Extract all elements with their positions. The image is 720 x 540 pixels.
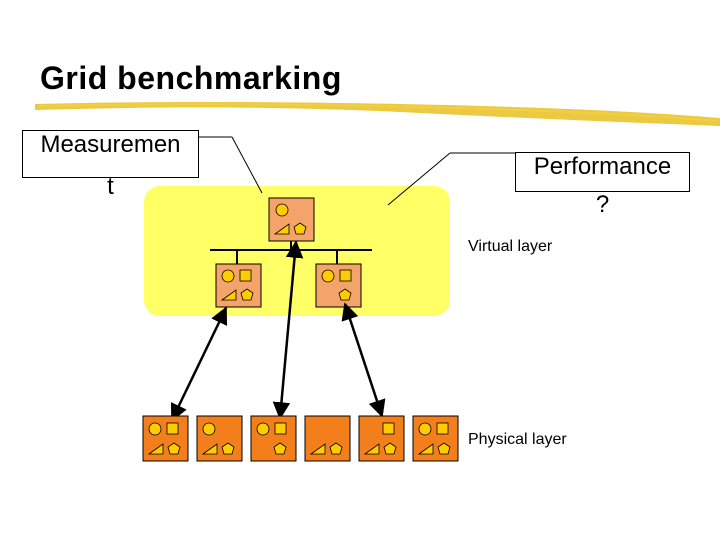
physical-node-3 (250, 415, 297, 462)
virtual-node-left (215, 263, 262, 308)
physical-node-2 (196, 415, 243, 462)
physical-node-1 (142, 415, 189, 462)
virtual-node-right (315, 263, 362, 308)
performance-callout: Performance ? (515, 152, 690, 218)
physical-layer-label: Physical layer (468, 431, 567, 448)
performance-leader-line-diagonal (387, 152, 451, 206)
mapping-arrow-right (341, 302, 386, 418)
title-underline (35, 102, 720, 126)
page-title: Grid benchmarking (40, 60, 342, 96)
performance-callout-line1: Performance (533, 153, 672, 180)
measurement-callout-line1: Measuremen (40, 131, 181, 158)
performance-callout-line2: ? (595, 191, 610, 218)
measurement-leader-line-diagonal (231, 136, 263, 194)
measurement-callout: Measuremen t (22, 130, 199, 200)
virtual-node-top (268, 197, 315, 242)
virtual-layer-label: Virtual layer (468, 238, 553, 255)
mapping-arrow-left (170, 306, 228, 422)
physical-node-6 (412, 415, 459, 462)
physical-node-5 (358, 415, 405, 462)
measurement-callout-line2: t (107, 173, 114, 200)
mapping-arrow-center (272, 240, 304, 420)
physical-node-4 (304, 415, 351, 462)
